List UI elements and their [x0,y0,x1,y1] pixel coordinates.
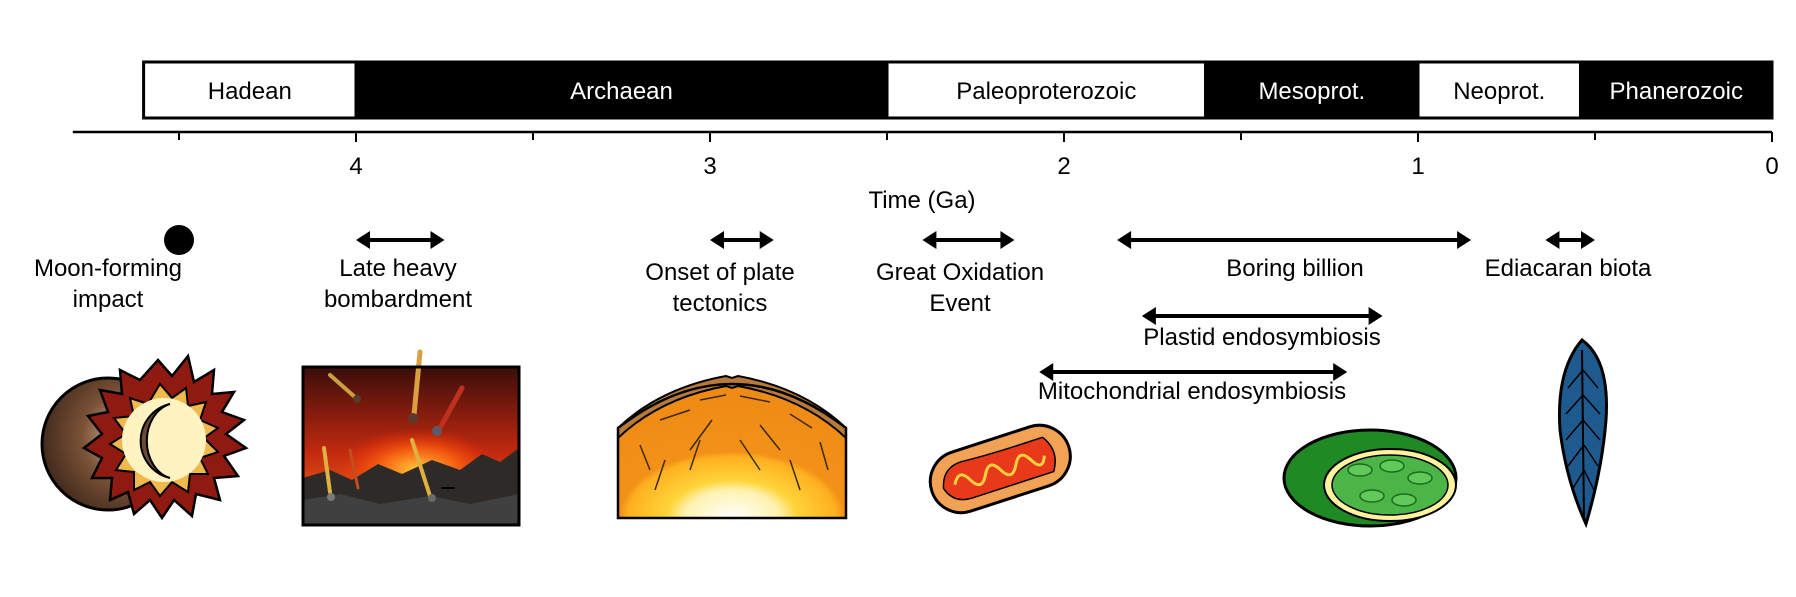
time-axis: 4 3 2 1 0 [72,130,1779,180]
eon-block [885,60,1208,120]
tick-label: 2 [1057,153,1070,180]
event-label: Late heavy [339,255,456,282]
eon-label: Paleoproterozoic [956,78,1136,105]
eon-label: Neoprot. [1453,78,1545,105]
event-label: tectonics [673,290,768,317]
event-label: Boring billion [1226,255,1363,282]
range-arrow [356,231,445,249]
plate-tectonics-illustration [616,374,848,520]
event-label: Event [929,290,991,317]
event-label: Plastid endosymbiosis [1143,324,1380,351]
event-label: bombardment [324,286,472,313]
tick-label: 4 [349,153,362,180]
moon-forming-impact-illustration [40,353,249,521]
late-heavy-bombardment-illustration [301,349,521,527]
eon-block [354,60,889,120]
event-label: Mitochondrial endosymbiosis [1038,378,1346,405]
eon-label: Hadean [208,78,292,105]
range-arrow [1039,363,1348,381]
event-label: Onset of plate [645,259,794,286]
tick-label: 1 [1411,153,1424,180]
event-label: Moon-forming [34,255,182,282]
event-label: Great Oxidation [876,259,1044,286]
event-dot [164,225,194,255]
range-arrow [710,231,774,249]
ediacaran-frond-illustration [1558,337,1608,529]
eon-block [1416,60,1582,120]
event-markers: Moon-forming impact Late heavy bombardment O… [34,225,1652,405]
chloroplast-illustration [1282,428,1458,528]
tick-label: 3 [703,153,716,180]
eon-label: Archaean [570,78,673,105]
eon-bar: Hadean Archaean Paleoproterozoic Mesoprot. N… [142,60,1774,120]
mitochondrion-illustration [928,423,1072,515]
range-arrow [922,231,1015,249]
eon-label: Phanerozoic [1610,78,1743,105]
event-label: impact [73,286,144,313]
axis-label: Time (Ga) [868,187,975,214]
event-label: Ediacaran biota [1485,255,1652,282]
range-arrow [1117,231,1472,249]
eon-block [1578,60,1774,120]
eon-label: Mesoprot. [1258,78,1365,105]
range-arrow [1141,307,1383,325]
eon-block [142,60,358,120]
range-arrow [1545,231,1595,249]
tick-label: 0 [1765,153,1778,180]
